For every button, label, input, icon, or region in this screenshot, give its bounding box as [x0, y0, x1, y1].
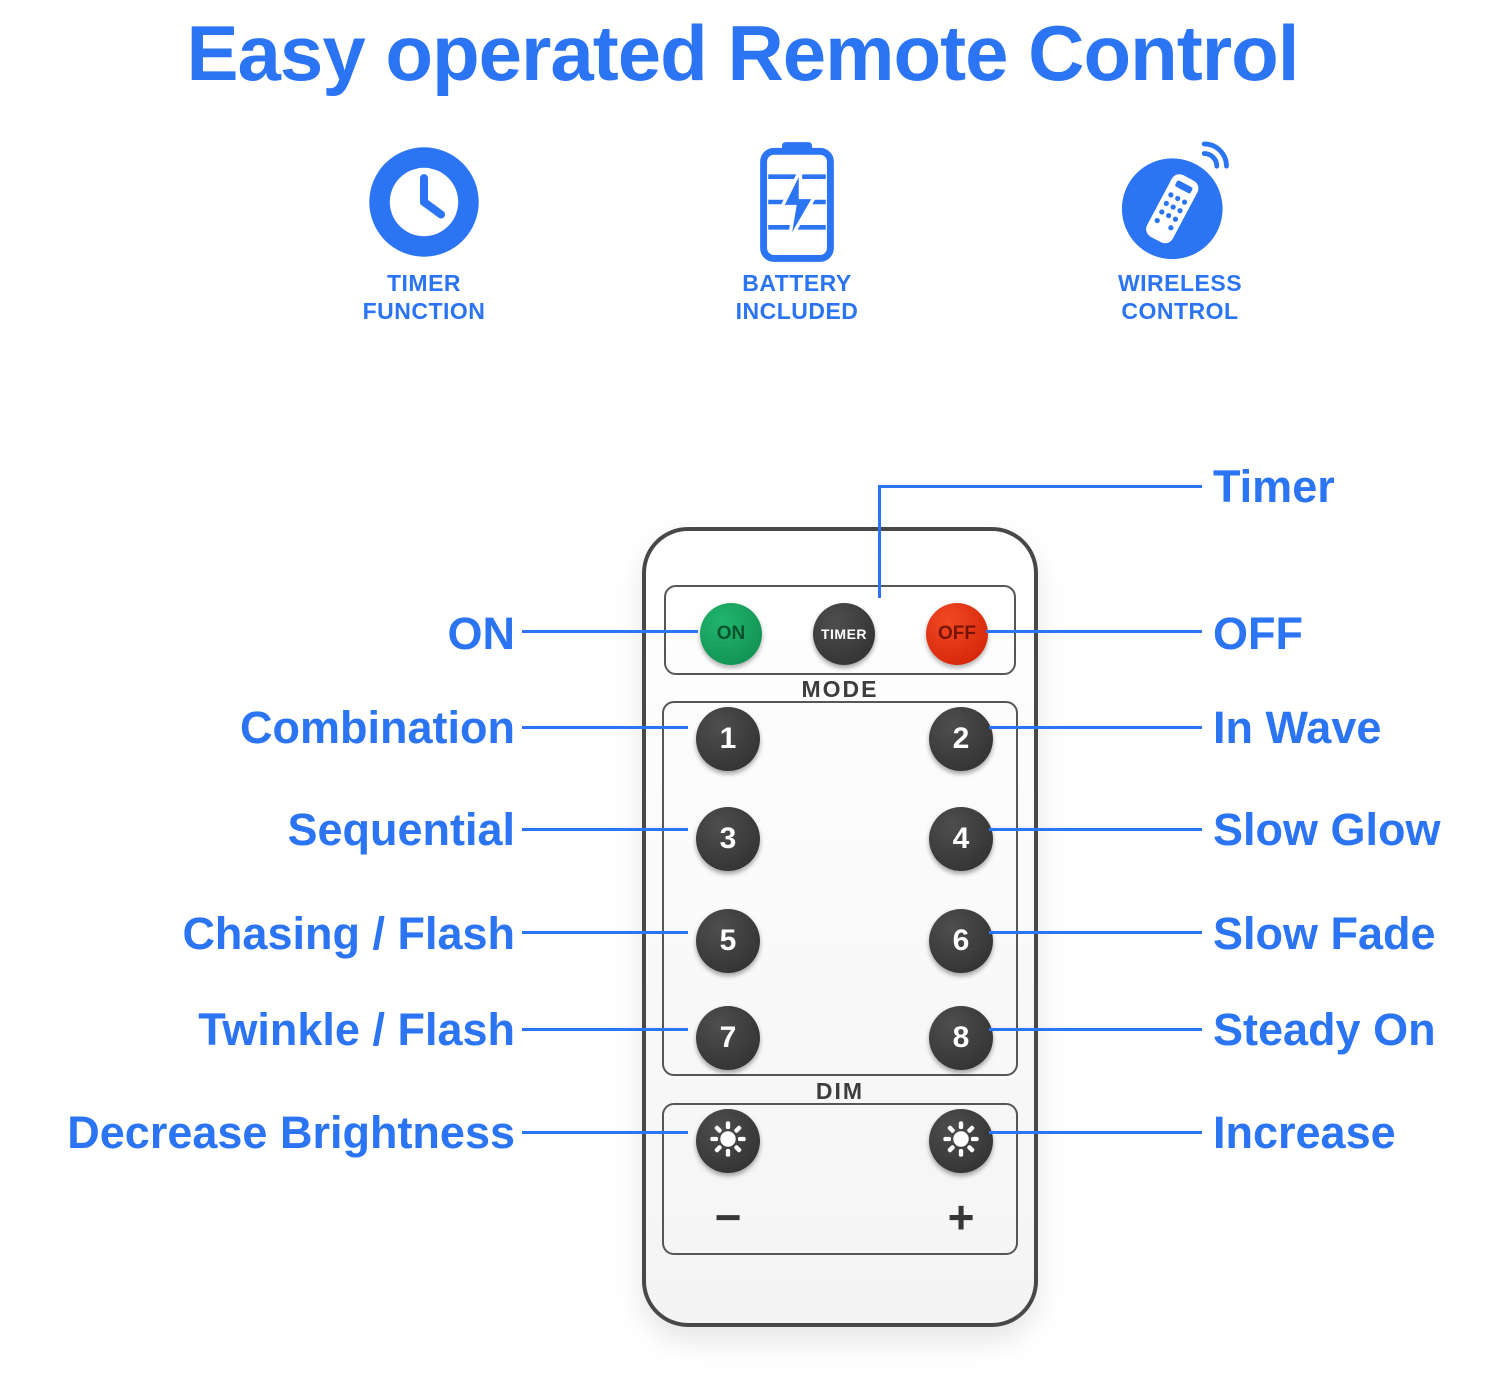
plus-sign: + [947, 1191, 975, 1243]
dim-section-label: DIM [815, 1078, 865, 1104]
brightness-icon [942, 1120, 980, 1163]
leader-line-timer-vertical [878, 485, 881, 598]
leader-line-sequential [522, 828, 688, 831]
leader-line-in-wave [989, 726, 1202, 729]
leader-line-off [986, 630, 1202, 633]
leader-line-on [522, 630, 698, 633]
leader-line-steady-on [989, 1028, 1202, 1031]
mode-button-3: 3 [696, 807, 760, 871]
mode-button-4: 4 [929, 807, 993, 871]
annotation-increase: Increase [1213, 1107, 1396, 1158]
leader-line-slow-fade [989, 931, 1202, 934]
mode-section-label: MODE [801, 676, 879, 702]
feature-label: WIRELESS CONTROL [1117, 270, 1243, 325]
annotation-on: ON [447, 608, 516, 659]
leader-line-increase [989, 1131, 1202, 1134]
on-button: ON [700, 603, 762, 665]
leader-line-chasing-flash [522, 931, 688, 934]
leader-line-slow-glow [989, 828, 1202, 831]
mode-panel: 1 2 3 4 5 6 7 8 [662, 701, 1018, 1076]
annotation-chasing-flash: Chasing / Flash [182, 908, 515, 959]
annotation-twinkle-flash: Twinkle / Flash [198, 1004, 515, 1055]
dim-panel: − + [662, 1103, 1018, 1255]
leader-line-combination [522, 726, 688, 729]
decrease-brightness-button [696, 1109, 760, 1173]
leader-line-twinkle-flash [522, 1028, 688, 1031]
annotation-decrease-brightness: Decrease Brightness [67, 1107, 515, 1158]
power-panel: ON TIMER OFF [664, 585, 1016, 675]
clock-icon [314, 142, 534, 262]
increase-brightness-button [929, 1109, 993, 1173]
remote-control: ON TIMER OFF MODE 1 2 3 4 5 6 7 8 DIM [642, 527, 1038, 1327]
remote-icon [1070, 141, 1290, 262]
mode-button-2: 2 [929, 707, 993, 771]
feature-wireless-control: WIRELESS CONTROL [1070, 141, 1290, 325]
off-button-label: OFF [938, 623, 976, 644]
leader-line-decrease-brightness [522, 1131, 688, 1134]
annotation-slow-glow: Slow Glow [1213, 804, 1441, 855]
timer-button: TIMER [813, 603, 875, 665]
feature-label: BATTERY INCLUDED [735, 270, 859, 325]
on-button-label: ON [716, 623, 746, 644]
feature-battery-included: BATTERY INCLUDED [687, 142, 907, 325]
annotation-slow-fade: Slow Fade [1213, 908, 1436, 959]
annotation-combination: Combination [240, 702, 515, 753]
mode-button-5: 5 [696, 909, 760, 973]
annotation-in-wave: In Wave [1213, 702, 1382, 753]
leader-line-timer-horizontal [878, 485, 1202, 488]
mode-button-6: 6 [929, 909, 993, 973]
annotation-steady-on: Steady On [1213, 1004, 1436, 1055]
annotation-off: OFF [1213, 608, 1303, 659]
battery-icon [687, 142, 907, 262]
page-title: Easy operated Remote Control [186, 9, 1300, 97]
off-button: OFF [926, 603, 988, 665]
minus-sign: − [714, 1191, 742, 1243]
feature-timer-function: TIMER FUNCTION [314, 142, 534, 325]
mode-button-1: 1 [696, 707, 760, 771]
brightness-icon [709, 1120, 747, 1163]
mode-button-7: 7 [696, 1006, 760, 1070]
timer-button-label: TIMER [820, 626, 868, 642]
annotation-sequential: Sequential [287, 804, 515, 855]
mode-button-8: 8 [929, 1006, 993, 1070]
annotation-timer: Timer [1213, 461, 1335, 512]
feature-label: TIMER FUNCTION [362, 270, 486, 325]
